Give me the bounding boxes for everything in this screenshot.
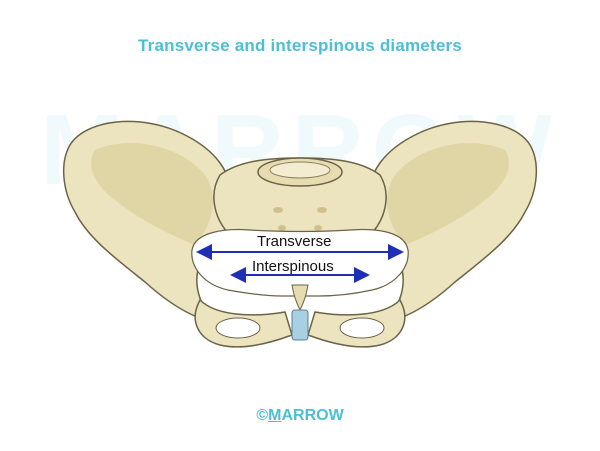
footer-brand-rest: ARROW [281, 407, 344, 424]
copyright-symbol: © [256, 407, 269, 424]
interspinous-label: Interspinous [252, 258, 334, 275]
right-iliac-fossa-shading [387, 143, 509, 245]
left-iliac-fossa-shading [91, 143, 213, 245]
copyright-footer: ©MARROW [0, 407, 600, 425]
left-obturator-foramen [215, 317, 261, 339]
figure-title: Transverse and interspinous diameters [138, 36, 462, 55]
footer-brand-initial: M [268, 407, 282, 424]
sacral-foramina [273, 207, 327, 231]
coccyx [291, 284, 309, 312]
right-obturator-foramen [339, 317, 385, 339]
vertebral-disc [269, 161, 331, 179]
transverse-label: Transverse [257, 233, 332, 250]
pubic-symphysis [291, 309, 309, 341]
